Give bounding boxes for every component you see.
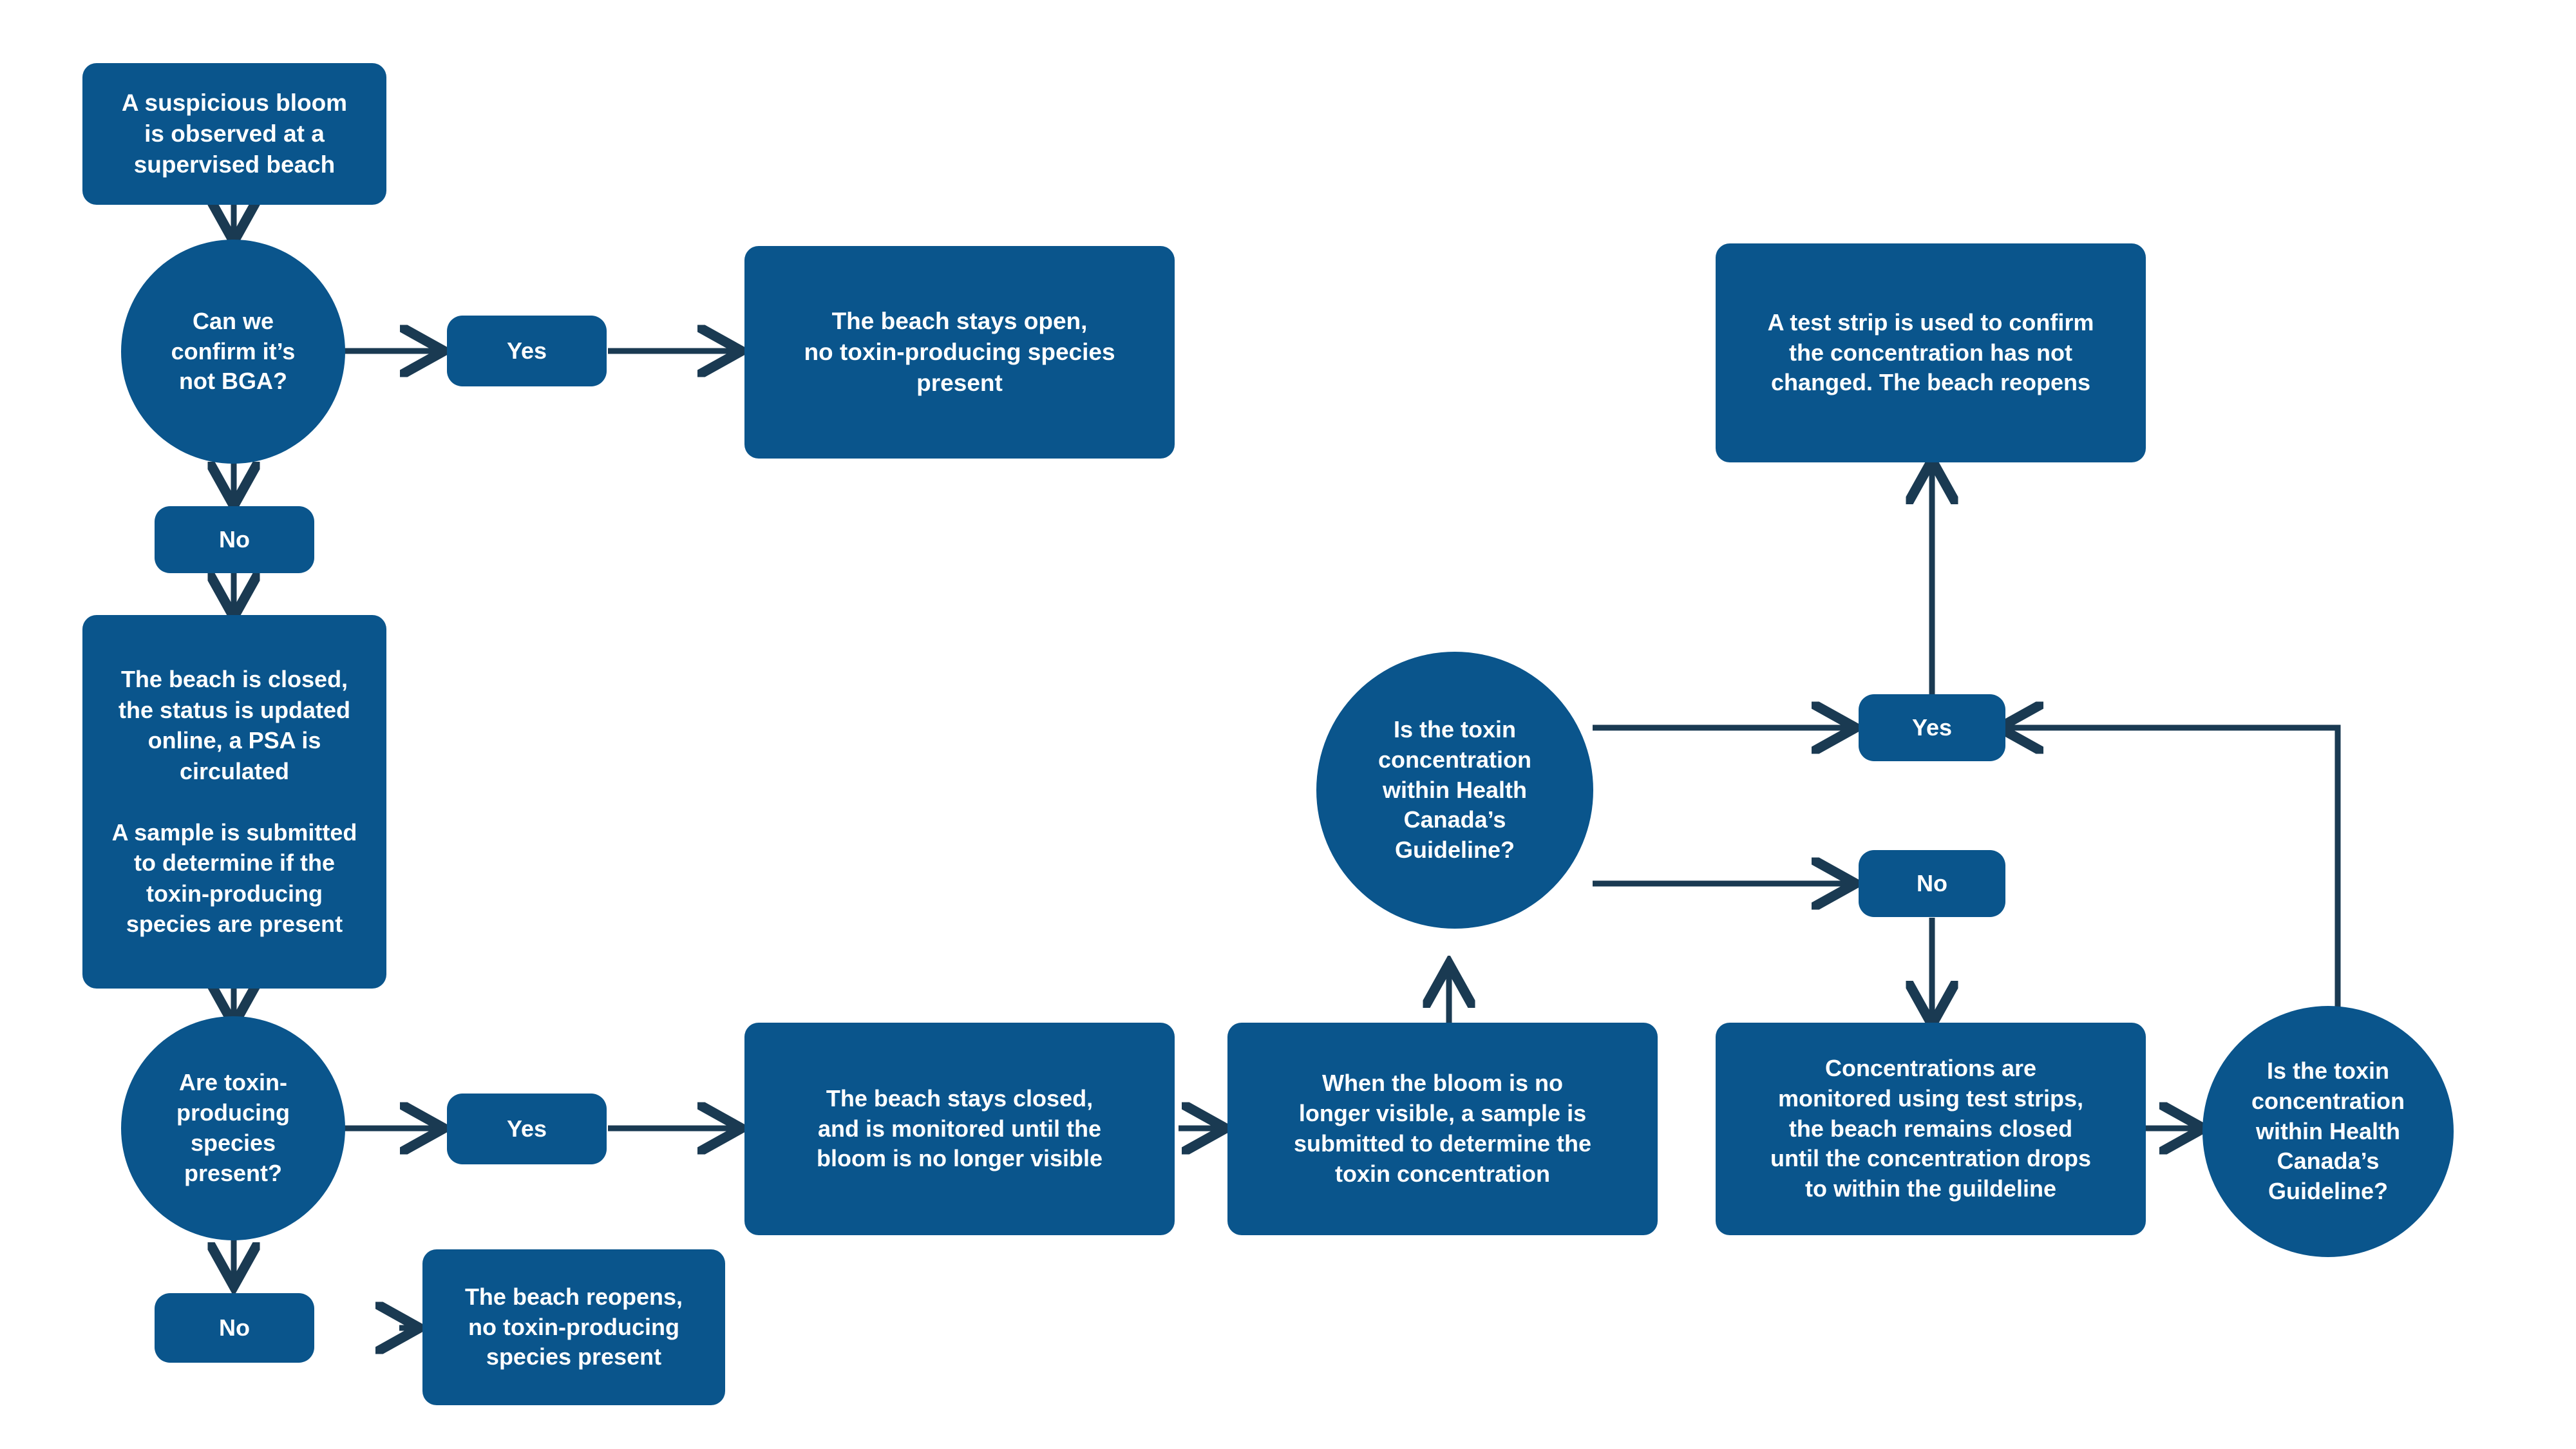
edge-guideline2-to-yes3: [2002, 728, 2341, 1016]
node-decision-species-present-label: Are toxin- producing species present?: [176, 1069, 290, 1186]
node-beach-reopens-label: The beach reopens, no toxin-producing sp…: [464, 1283, 683, 1370]
node-decision-within-guideline-2[interactable]: Is the toxin concentration within Health…: [2202, 1006, 2454, 1257]
node-start[interactable]: A suspicious bloom is observed at a supe…: [82, 63, 386, 205]
node-beach-stays-closed[interactable]: The beach stays closed, and is monitored…: [744, 1023, 1175, 1235]
node-decision-within-guideline-1[interactable]: Is the toxin concentration within Health…: [1316, 652, 1593, 929]
node-beach-closed-sample-label: The beach is closed, the status is updat…: [111, 666, 357, 938]
node-beach-stays-closed-label: The beach stays closed, and is monitored…: [816, 1084, 1103, 1172]
node-beach-stays-open-label: The beach stays open, no toxin-producing…: [804, 307, 1115, 397]
node-no-2-label: No: [219, 1314, 250, 1341]
node-beach-reopens[interactable]: The beach reopens, no toxin-producing sp…: [422, 1249, 725, 1405]
node-yes-2-label: Yes: [506, 1115, 547, 1142]
node-yes-1-label: Yes: [506, 337, 547, 364]
node-decision-species-present[interactable]: Are toxin- producing species present?: [121, 1016, 345, 1240]
node-start-label: A suspicious bloom is observed at a supe…: [121, 89, 348, 178]
node-no-3-label: No: [1917, 869, 1947, 896]
node-decision-confirm-bga-label: Can we confirm it’s not BGA?: [171, 307, 296, 395]
node-no-2[interactable]: No: [155, 1293, 314, 1363]
node-sample-toxin-concentration-label: When the bloom is no longer visible, a s…: [1293, 1070, 1592, 1187]
node-test-strip-reopens[interactable]: A test strip is used to confirm the conc…: [1716, 243, 2146, 462]
node-no-1[interactable]: No: [155, 506, 314, 573]
node-decision-within-guideline-2-label: Is the toxin concentration within Health…: [2251, 1057, 2405, 1205]
node-no-1-label: No: [219, 526, 250, 553]
node-concentrations-monitored-label: Concentrations are monitored using test …: [1770, 1055, 2091, 1202]
node-yes-3[interactable]: Yes: [1859, 694, 2005, 761]
node-sample-toxin-concentration[interactable]: When the bloom is no longer visible, a s…: [1227, 1023, 1658, 1235]
node-yes-3-label: Yes: [1911, 714, 1953, 741]
node-beach-closed-sample[interactable]: The beach is closed, the status is updat…: [82, 615, 386, 989]
node-yes-2[interactable]: Yes: [447, 1094, 607, 1164]
node-test-strip-reopens-label: A test strip is used to confirm the conc…: [1767, 308, 2094, 396]
node-yes-1[interactable]: Yes: [447, 316, 607, 386]
node-decision-confirm-bga[interactable]: Can we confirm it’s not BGA?: [121, 240, 345, 464]
node-no-3[interactable]: No: [1859, 850, 2005, 917]
node-concentrations-monitored[interactable]: Concentrations are monitored using test …: [1716, 1023, 2146, 1235]
node-beach-stays-open[interactable]: The beach stays open, no toxin-producing…: [744, 246, 1175, 459]
node-decision-within-guideline-1-label: Is the toxin concentration within Health…: [1378, 716, 1532, 864]
